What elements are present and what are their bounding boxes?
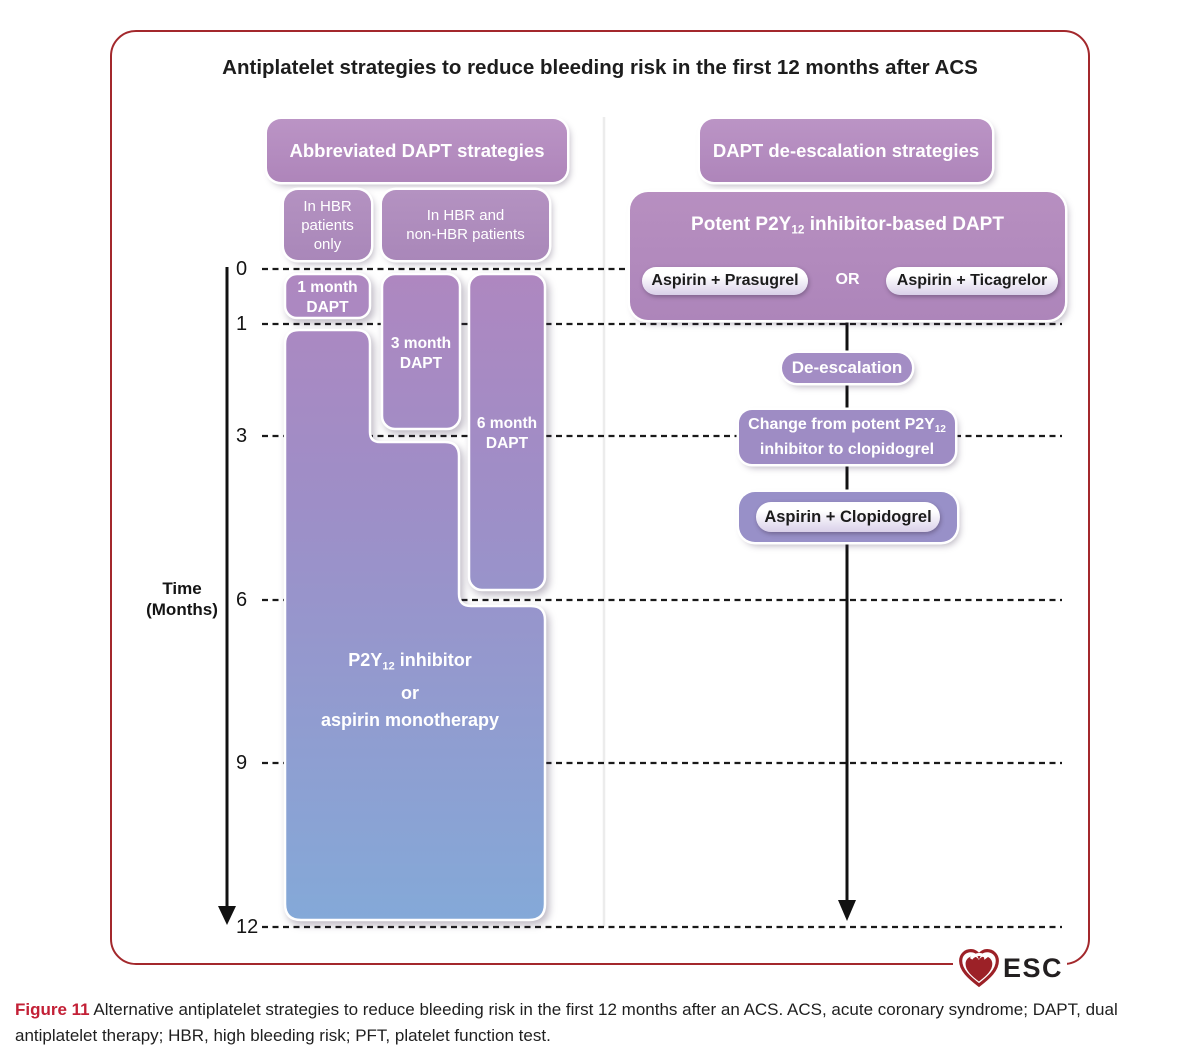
time-axis-label: Time (Months) (120, 578, 244, 620)
six-month-dapt-box (467, 272, 547, 592)
deescalation-step-pill: De-escalation (782, 353, 912, 383)
potent-p2y12-dapt-title: Potent P2Y12 inhibitor-based DAPT (630, 214, 1065, 237)
time-axis-arrowhead (218, 906, 236, 925)
esc-heart-icon (959, 949, 999, 988)
time-axis-label-line1: Time (162, 579, 202, 598)
subheader-hbr-only-line1: In HBR (303, 197, 352, 215)
header-dapt-deescalation: DAPT de-escalation strategies (700, 119, 992, 182)
change-to-clopidogrel-box: Change from potent P2Y12 inhibitor to cl… (739, 410, 955, 464)
change-box-line1-prefix: Change from potent P2Y (748, 415, 935, 433)
potent-title-subscript: 12 (791, 223, 805, 237)
pill-aspirin-ticagrelor: Aspirin + Ticagrelor (886, 267, 1058, 295)
tick-month-6: 6 (236, 589, 248, 611)
one-month-dapt-box (283, 272, 372, 320)
monotherapy-staircase-box (283, 328, 547, 922)
pill-aspirin-prasugrel: Aspirin + Prasugrel (642, 267, 808, 295)
figure-caption-text: Alternative antiplatelet strategies to r… (15, 1000, 1118, 1046)
change-box-line2: inhibitor to clopidogrel (759, 441, 935, 459)
subheader-hbr-only-line2: patients (301, 216, 354, 234)
deescalation-arrowhead (838, 900, 856, 921)
subheader-hbr-and-nonhbr: In HBR and non-HBR patients (382, 190, 549, 260)
tick-month-0: 0 (236, 258, 248, 280)
potent-title-suffix: inhibitor-based DAPT (804, 214, 1004, 235)
header-abbreviated-dapt: Abbreviated DAPT strategies (267, 119, 567, 182)
tick-month-3: 3 (236, 425, 248, 447)
or-label: OR (835, 271, 860, 288)
esc-logo-text: ESC (1002, 952, 1064, 983)
potent-p2y12-dapt-box: Potent P2Y12 inhibitor-based DAPT Aspiri… (630, 192, 1065, 320)
figure-caption: Figure 11 Alternative antiplatelet strat… (15, 997, 1187, 1050)
figure-title: Antiplatelet strategies to reduce bleedi… (222, 56, 978, 79)
time-axis-label-line2: (Months) (146, 600, 218, 619)
subheader-hbr-only: In HBR patients only (284, 190, 371, 260)
subheader-hbr-and-nonhbr-line2: non-HBR patients (406, 226, 525, 243)
change-box-line1-subscript: 12 (934, 423, 946, 435)
tick-month-1: 1 (236, 313, 248, 335)
subheader-hbr-only-line3: only (313, 235, 342, 253)
aspirin-clopidogrel-box: Aspirin + Clopidogrel (739, 492, 957, 542)
subheader-hbr-and-nonhbr-line1: In HBR and (426, 207, 505, 224)
time-axis-arrow (218, 267, 236, 925)
tick-month-9: 9 (236, 752, 248, 774)
figure-caption-label: Figure 11 (15, 1000, 90, 1019)
timeline-diagram-canvas (218, 117, 1062, 929)
potent-title-prefix: Potent P2Y (691, 214, 792, 235)
tick-month-12: 12 (236, 916, 259, 938)
figure-frame: Antiplatelet strategies to reduce bleedi… (110, 30, 1090, 997)
esc-logo: ESC (953, 939, 1067, 997)
three-month-dapt-box (380, 272, 462, 431)
pill-aspirin-clopidogrel: Aspirin + Clopidogrel (756, 502, 940, 532)
change-box-line1: Change from potent P2Y12 (748, 414, 946, 440)
